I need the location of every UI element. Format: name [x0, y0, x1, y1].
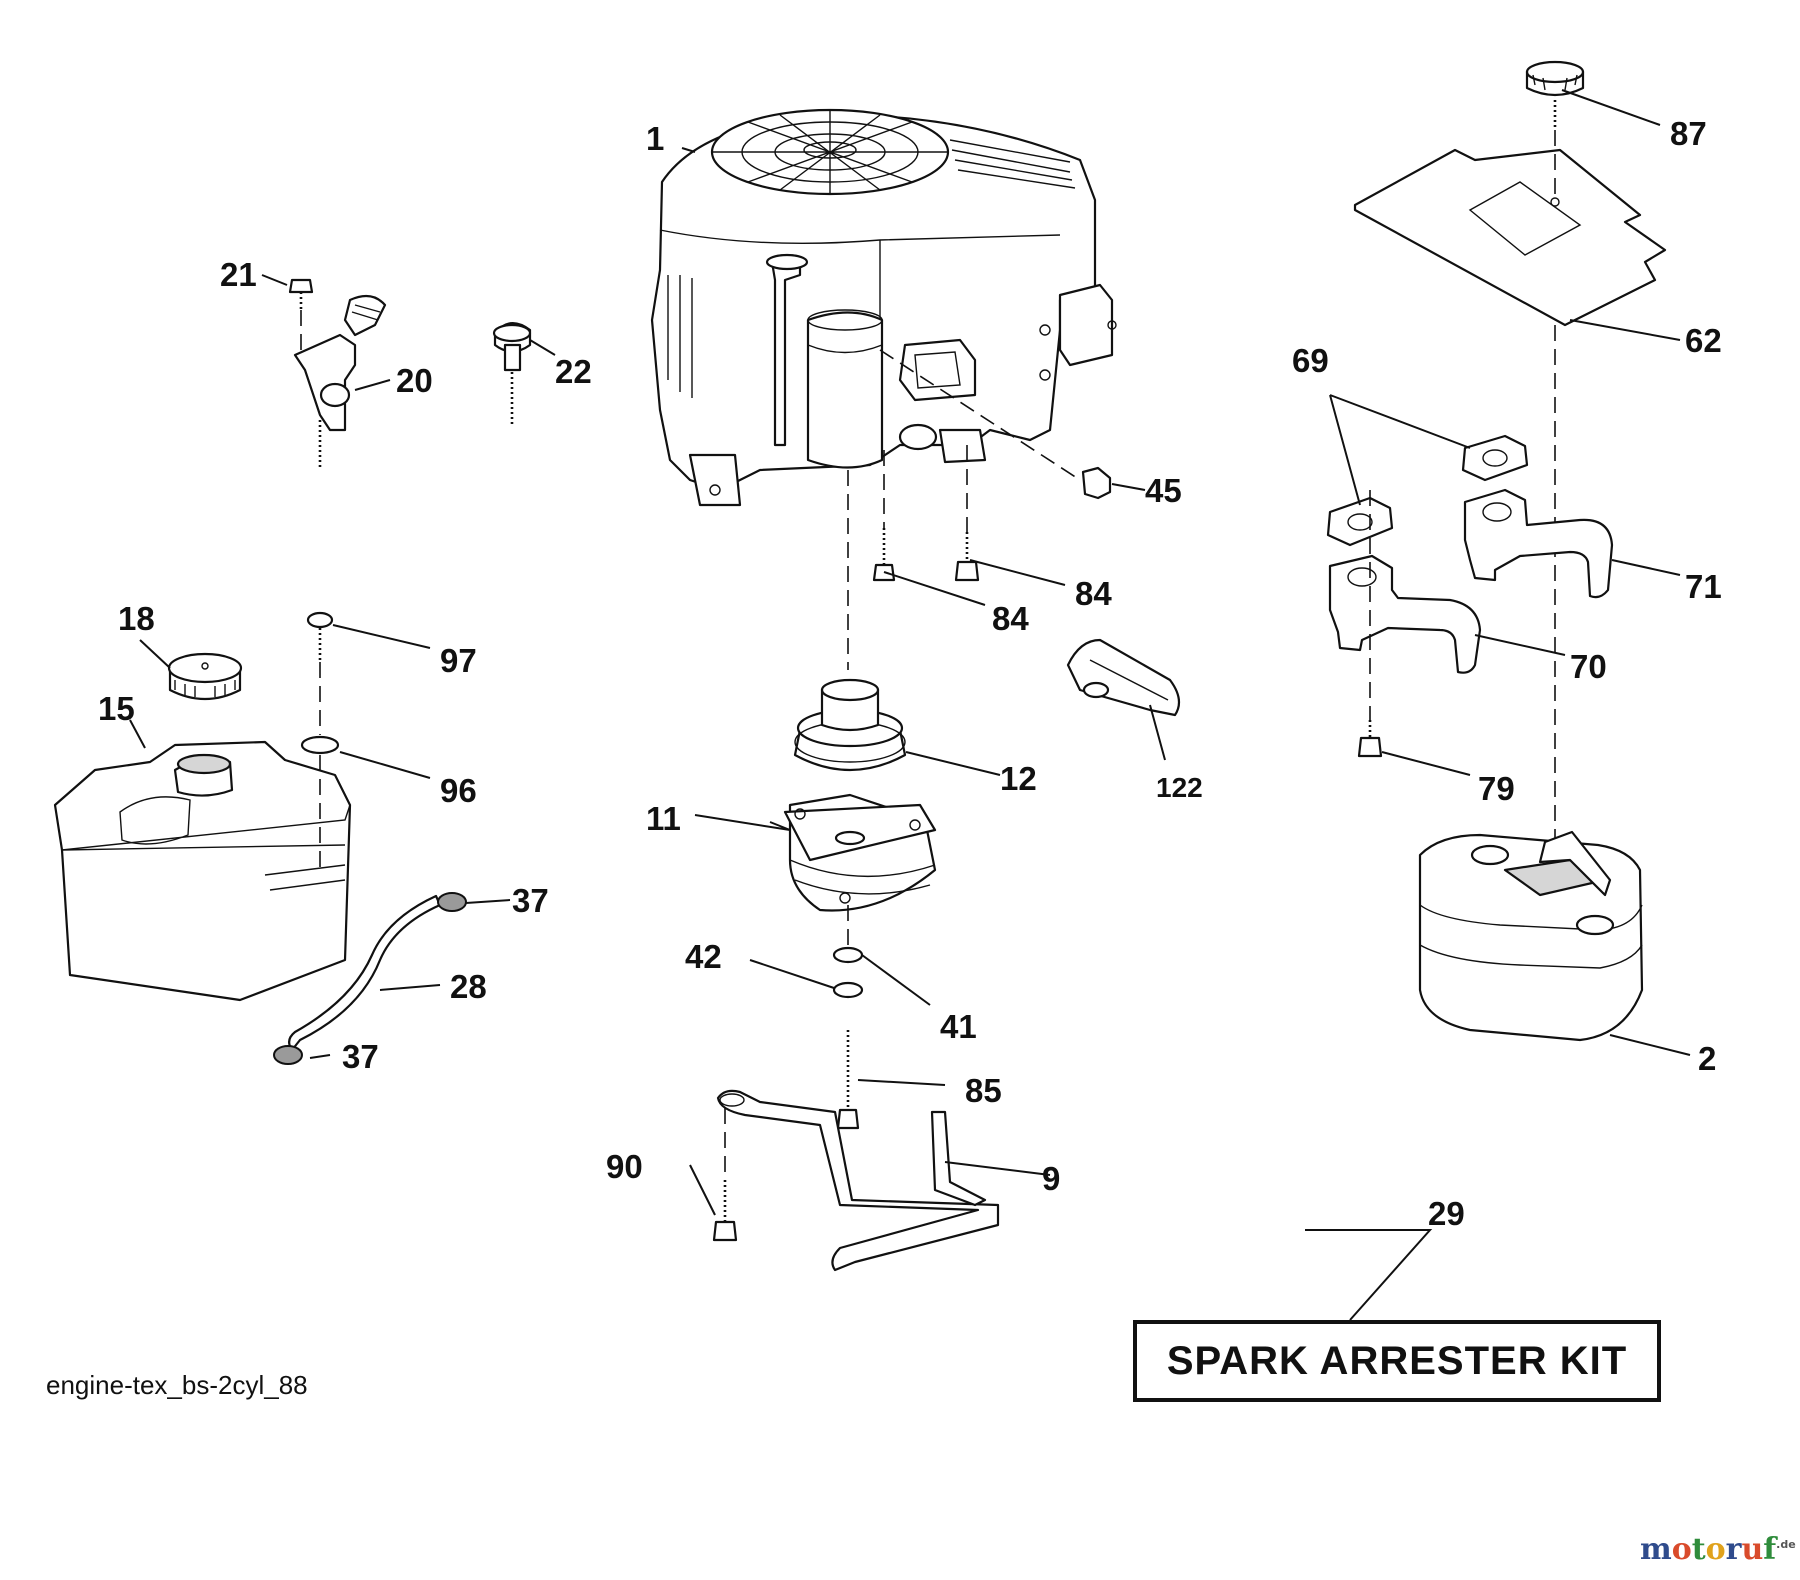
washer-96 [300, 735, 340, 755]
watermark-text: motoruf [1640, 1532, 1777, 1567]
callout-28: 28 [450, 968, 487, 1005]
nut-45 [1081, 466, 1112, 500]
callout-37b: 37 [342, 1038, 379, 1075]
engine [650, 108, 1117, 507]
leader-lines [129, 89, 1691, 1321]
callout-15: 15 [98, 690, 135, 727]
watermark-tld: .de [1776, 1538, 1796, 1551]
callouts: 1 2 9 11 12 15 18 20 21 22 28 29 37 37 4… [98, 115, 1722, 1232]
heat-shield-62 [1353, 148, 1667, 327]
callout-62: 62 [1685, 322, 1722, 359]
pulley-12 [793, 678, 907, 771]
callout-84b: 84 [992, 600, 1029, 637]
spark-arrester-kit-label: SPARK ARRESTER KIT [1166, 1338, 1628, 1383]
spark-arrester-kit-box: SPARK ARRESTER KIT [1133, 1320, 1661, 1402]
gasket-69a [1326, 496, 1394, 547]
fuel-tank-15 [53, 740, 352, 1002]
clutch-11 [783, 793, 937, 912]
bolt-85 [836, 1030, 860, 1130]
callout-9: 9 [1042, 1160, 1060, 1197]
deflector-122 [1066, 638, 1181, 717]
screw-97 [306, 611, 334, 660]
exhaust-pipe-70 [1328, 554, 1482, 674]
choke-knob-22 [492, 322, 532, 425]
bolt-90 [712, 1180, 738, 1242]
callout-45: 45 [1145, 472, 1182, 509]
diagram-reference-code: engine-tex_bs-2cyl_88 [46, 1370, 308, 1400]
callout-122: 122 [1156, 772, 1203, 803]
callout-22: 22 [555, 353, 592, 390]
callout-70: 70 [1570, 648, 1607, 685]
bracket-9 [716, 1089, 1000, 1272]
fuel-line-28 [288, 894, 442, 1052]
watermark-logo: motoruf.de [1640, 1532, 1796, 1567]
callout-87: 87 [1670, 115, 1707, 152]
callout-18: 18 [118, 600, 155, 637]
clamp-37a [437, 892, 467, 912]
screw-21 [288, 278, 314, 310]
callout-2: 2 [1698, 1040, 1716, 1077]
muffler-2 [1418, 830, 1644, 1042]
callout-11: 11 [646, 800, 681, 837]
bolt-79 [1357, 720, 1383, 758]
callout-37a: 37 [512, 882, 549, 919]
washer-41 [832, 946, 864, 964]
throttle-control-20 [293, 294, 387, 470]
exhaust-pipe-71 [1463, 488, 1614, 599]
callout-41: 41 [940, 1008, 977, 1045]
callout-29: 29 [1428, 1195, 1465, 1232]
callout-84a: 84 [1075, 575, 1112, 612]
callout-85: 85 [965, 1072, 1002, 1109]
callout-79: 79 [1478, 770, 1515, 807]
bolt-84b [954, 532, 980, 582]
callout-42: 42 [685, 938, 722, 975]
callout-12: 12 [1000, 760, 1037, 797]
nut-87 [1525, 60, 1585, 128]
callout-1: 1 [646, 120, 664, 157]
callout-90: 90 [606, 1148, 643, 1185]
callout-21: 21 [220, 256, 257, 293]
callout-20: 20 [396, 362, 433, 399]
callout-71: 71 [1685, 568, 1722, 605]
callout-69: 69 [1292, 342, 1329, 379]
gasket-69b [1461, 434, 1529, 482]
clamp-37b [273, 1045, 303, 1065]
fuel-cap-18 [167, 652, 243, 700]
callout-97: 97 [440, 642, 477, 679]
washer-42 [832, 981, 864, 999]
callout-96: 96 [440, 772, 477, 809]
